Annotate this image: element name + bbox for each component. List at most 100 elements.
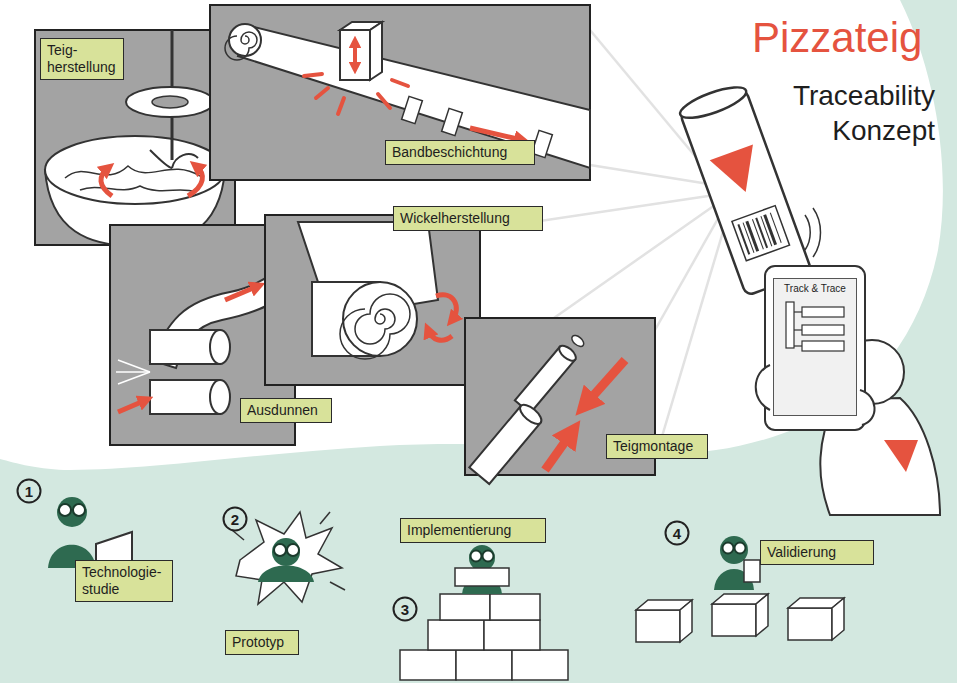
brick-pyramid	[512, 650, 568, 680]
validation-cubes	[712, 604, 756, 636]
step-number: 4	[664, 520, 690, 546]
prototype-explosion	[232, 530, 244, 540]
tablet	[786, 302, 794, 348]
validator-figure	[714, 536, 760, 590]
validation-cubes	[788, 608, 832, 640]
scanner-cylinder	[756, 218, 767, 248]
panel-bandbeschichtung	[392, 80, 408, 86]
panel-teigmontage	[545, 432, 572, 470]
step-label: Bandbeschichtung	[385, 140, 535, 165]
panel-bandbeschichtung	[225, 32, 257, 60]
scanner-cylinder	[677, 81, 750, 124]
brick-pyramid	[490, 594, 540, 620]
panel-teigherstellung	[65, 166, 200, 192]
prototype-explosion	[320, 512, 330, 524]
panel-wickelherstellung	[428, 330, 452, 340]
panel-teigherstellung	[35, 30, 235, 245]
number-circle	[224, 508, 247, 531]
builder-figure	[471, 551, 482, 562]
prototype-explosion	[232, 512, 345, 604]
panel-bandbeschichtung	[378, 94, 390, 108]
signal-arcs	[805, 208, 821, 257]
step-label: Teig- herstellung	[40, 38, 124, 80]
scanner-cylinder	[710, 145, 768, 200]
panel-teigherstellung	[101, 168, 112, 196]
prototype-explosion	[258, 566, 314, 583]
prototype-explosion	[236, 512, 342, 604]
scanner-cylinder	[765, 215, 776, 245]
panel-ausdunnen	[210, 330, 230, 364]
step-label-text: Teigmontage	[613, 438, 701, 455]
brick-pyramid	[484, 620, 540, 650]
validator-figure	[735, 543, 746, 554]
tablet	[802, 341, 844, 351]
tablet	[756, 266, 875, 430]
validation-cubes	[832, 598, 844, 640]
panel-bandbeschichtung	[210, 5, 590, 180]
brick-pyramid	[440, 594, 490, 620]
builder-figure	[455, 545, 509, 594]
panel-wickelherstellung	[343, 282, 417, 356]
validation-cubes	[756, 594, 768, 636]
step-label: Implementierung	[400, 518, 546, 543]
tablet-screen-text: Track & Trace	[776, 283, 854, 295]
builder-figure	[483, 551, 494, 562]
prototype-explosion	[232, 512, 345, 590]
step-number-text: 4	[673, 525, 681, 542]
panel-ausdunnen	[118, 360, 150, 372]
scan-rays	[590, 165, 715, 185]
panel-bandbeschichtung	[370, 22, 382, 80]
step-number: 2	[222, 506, 248, 532]
tablet	[756, 365, 770, 410]
brick-pyramid	[428, 620, 484, 650]
scanner-cylinder	[677, 81, 812, 296]
panel-bandbeschichtung	[470, 128, 522, 140]
panel-bandbeschichtung	[442, 108, 463, 135]
panel-wickelherstellung	[340, 294, 410, 359]
builder-figure	[469, 545, 495, 571]
tablet	[802, 325, 844, 335]
step-label-text: Prototyp	[232, 634, 292, 651]
validation-cubes	[680, 600, 692, 642]
researcher-laptop	[73, 504, 85, 516]
step-label-text: Implementierung	[407, 522, 539, 539]
step-label: Technologie- studie	[75, 560, 173, 602]
brick-pyramid	[400, 650, 456, 680]
panel-bandbeschichtung	[340, 30, 370, 80]
scanner-cylinder	[738, 213, 781, 255]
step-label: Teigmontage	[606, 434, 708, 459]
panel-bandbeschichtung	[210, 5, 590, 180]
validation-cubes	[636, 610, 680, 642]
panel-teigherstellung	[126, 87, 214, 117]
panel-teigmontage	[570, 333, 586, 348]
number-circle	[18, 480, 41, 503]
panel-teigherstellung	[45, 136, 225, 204]
panel-teigherstellung	[188, 166, 202, 196]
step-label-text: Technologie- studie	[82, 564, 166, 598]
step-label-text: Bandbeschichtung	[392, 144, 528, 161]
panel-teigmontage	[465, 318, 655, 484]
panel-bandbeschichtung	[316, 88, 328, 98]
step-label-text: Wickelherstellung	[400, 210, 536, 227]
tablet	[765, 266, 865, 430]
scanner-cylinder	[770, 213, 781, 243]
scan-rays	[655, 225, 725, 460]
tablet	[860, 390, 875, 425]
panel-teigmontage	[515, 331, 588, 413]
panel-bandbeschichtung	[229, 24, 261, 56]
subtitle: Traceability Konzept	[770, 78, 935, 148]
panel-ausdunnen	[210, 380, 230, 414]
number-circle	[666, 522, 689, 545]
tablet-screen: Track & Trace	[773, 278, 857, 416]
panel-teigherstellung	[152, 96, 188, 108]
validation-cubes	[636, 594, 844, 642]
researcher-laptop	[59, 504, 71, 516]
panel-teigmontage	[557, 343, 579, 364]
step-number: 1	[16, 478, 42, 504]
panel-bandbeschichtung	[402, 96, 423, 123]
step-label-text: Teig- herstellung	[47, 42, 117, 76]
panel-bandbeschichtung	[353, 42, 357, 68]
tablet	[773, 278, 857, 416]
user-figure	[884, 440, 918, 472]
